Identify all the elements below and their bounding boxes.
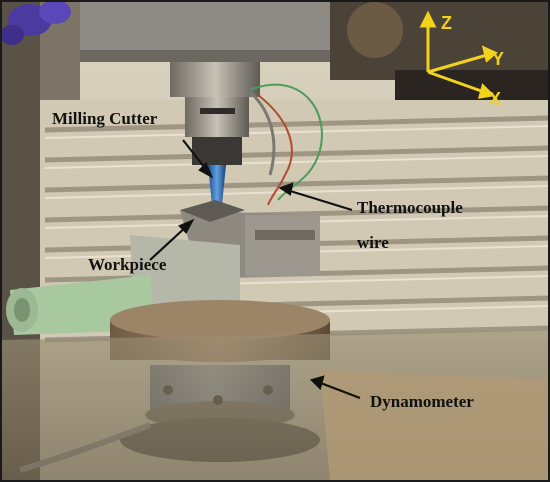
thermocouple-label-line1: Thermocouple xyxy=(357,198,463,217)
axis-y-label: Y xyxy=(492,49,505,69)
spindle-head xyxy=(80,0,330,165)
milling-cutter-label: Milling Cutter xyxy=(52,109,158,128)
coordinate-axes xyxy=(419,10,498,99)
blue-gloves xyxy=(0,0,71,45)
dynamometer-label: Dynamometer xyxy=(370,392,474,411)
thermocouple-label-line2: wire xyxy=(357,233,389,252)
axis-x-label: X xyxy=(489,89,502,109)
milling-cutter xyxy=(208,165,226,205)
axis-z-label: Z xyxy=(441,13,452,33)
workpiece-label: Workpiece xyxy=(88,255,167,274)
